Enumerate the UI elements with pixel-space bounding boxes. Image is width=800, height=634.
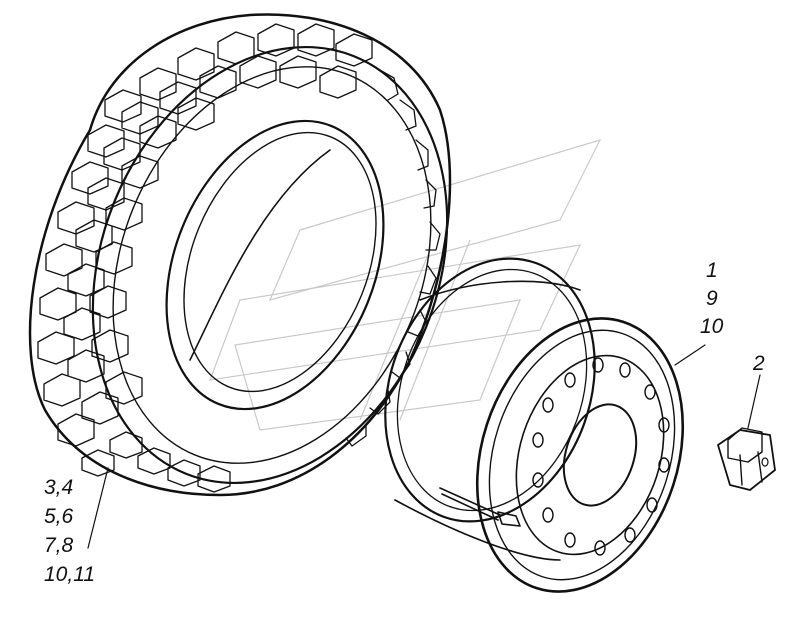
balance-weight [717,427,776,491]
watermark-logo [209,139,602,431]
tire [28,13,452,497]
callout-rim: 1 9 10 [700,259,724,338]
rim-wheel [384,257,685,593]
leader-lines [87,344,761,549]
callout-rim-line-1: 1 [706,259,718,282]
callout-tire-line-4: 10,11 [44,563,95,586]
callout-tire-line-3: 7,8 [44,534,74,557]
callout-rim-line-2: 9 [706,287,718,310]
callout-tire-line-1: 3,4 [44,476,73,499]
callout-rim-line-3: 10 [700,315,724,338]
callout-tire: 3,4 5,6 7,8 10,11 [44,476,95,586]
callout-weight: 2 [752,352,765,375]
callout-tire-line-2: 5,6 [44,505,74,528]
